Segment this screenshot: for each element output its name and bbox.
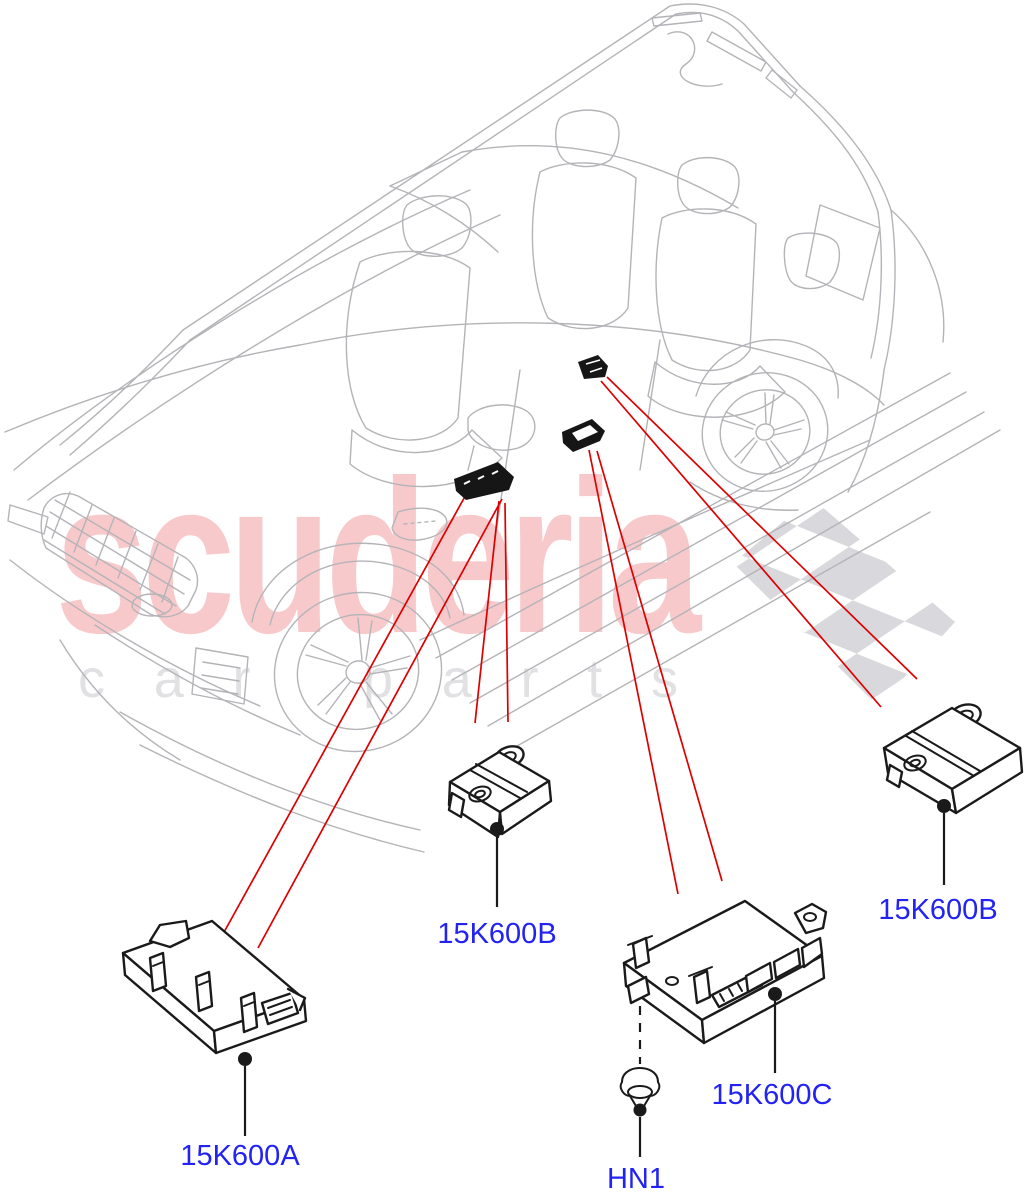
callout-line-15k600b-floor-1 (474, 500, 500, 724)
part-drawing-hn1[interactable] (619, 1006, 661, 1157)
leader-dot-15k600b-rear (937, 799, 951, 813)
callout-line-15k600a-2 (257, 498, 503, 949)
module-location-front-seat (454, 462, 514, 500)
callout-lines (222, 376, 918, 949)
part-label-15k600a[interactable]: 15K600A (180, 1140, 300, 1172)
leader-dot-15k600a (238, 1052, 252, 1066)
callout-line-15k600b-rear-1 (600, 380, 882, 708)
tagline-watermark: car parts (78, 649, 678, 709)
callout-line-15k600c-2 (596, 450, 723, 882)
module-location-center-floor (562, 419, 605, 452)
part-label-hn1[interactable]: HN1 (606, 1163, 665, 1195)
part-drawing-15k600b-floor[interactable] (447, 742, 553, 907)
front-wheel (273, 591, 443, 753)
part-label-15k600c[interactable]: 15K600C (711, 1079, 833, 1111)
leader-dot-15k600c (768, 987, 782, 1001)
module-location-rear-seat (578, 355, 608, 379)
callout-line-15k600b-rear-2 (606, 376, 918, 680)
rear-wheel (701, 372, 829, 492)
part-drawing-15k600b-rear[interactable] (882, 701, 1024, 885)
leader-dot-hn1 (633, 1103, 647, 1117)
callout-line-15k600b-floor-2 (504, 502, 509, 723)
vehicle-sketch (4, 3, 1001, 853)
part-label-15k600b-floor[interactable]: 15K600B (437, 918, 557, 950)
checkered-flag-watermark (733, 498, 955, 706)
callout-line-15k600a-1 (222, 490, 469, 935)
part-drawing-15k600a[interactable] (121, 919, 308, 1136)
part-drawing-15k600c[interactable] (622, 899, 828, 1073)
leader-dot-15k600b-floor (490, 822, 504, 836)
callout-line-15k600c-1 (588, 449, 679, 895)
part-label-15k600b-rear[interactable]: 15K600B (878, 894, 998, 926)
